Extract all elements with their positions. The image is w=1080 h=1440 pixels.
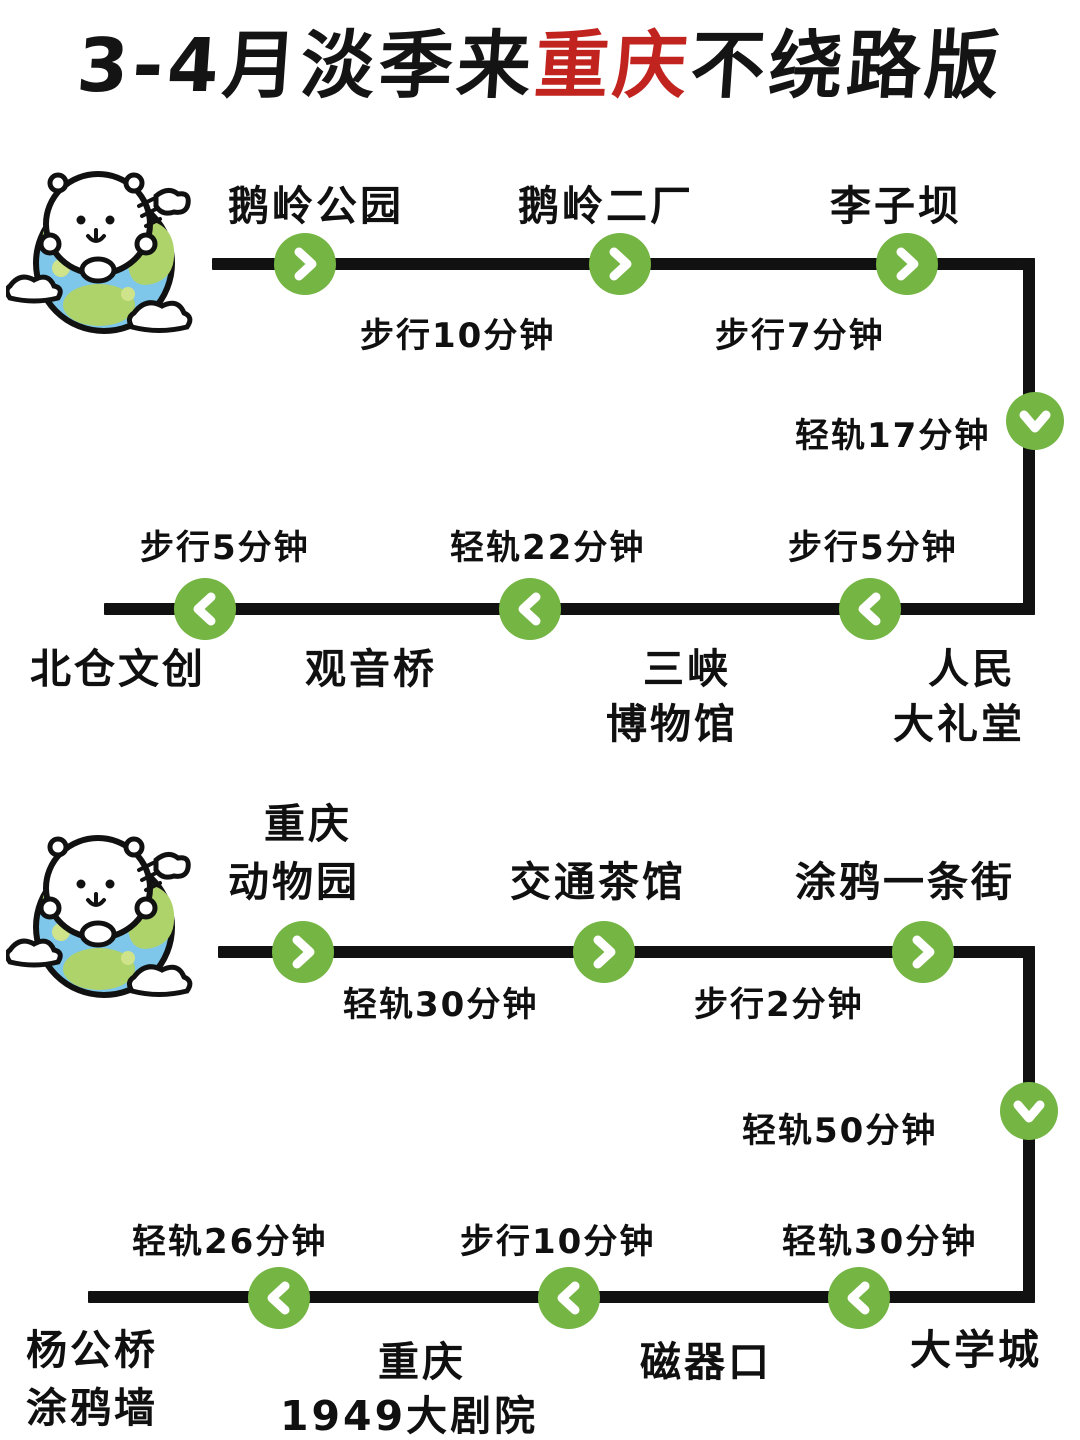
chevron-right-icon [609,247,632,281]
chevron-left-icon [557,1281,580,1315]
route-node-chevron-left-4[interactable] [248,1267,310,1329]
station-label-cq1949-line1: 重庆 [378,1338,466,1386]
leg-label-metro-30min-a: 轻轨30分钟 [343,985,539,1025]
station-label-jiaotong-teahouse: 交通茶馆 [510,858,686,906]
leg-label-metro-22min: 轻轨22分钟 [450,528,646,568]
route-node-chevron-right-6[interactable] [892,921,954,983]
chevron-down-icon [1019,410,1051,433]
station-label-liziba: 李子坝 [830,182,962,230]
route-node-chevron-down-1[interactable] [1006,392,1064,450]
leg-label-walk-2min: 步行2分钟 [694,985,864,1025]
chevron-right-icon [593,935,616,969]
route-node-chevron-left-1[interactable] [174,578,236,640]
chevron-right-icon [292,935,315,969]
station-label-eling-erchang: 鹅岭二厂 [518,182,694,230]
station-label-yanggongqiao-line1: 杨公桥 [26,1326,158,1374]
route-node-chevron-right-1[interactable] [274,233,336,295]
station-label-cq-zoo-line1: 重庆 [264,800,352,848]
earth-bear-icon-2 [4,822,206,1002]
chevron-right-icon [294,247,317,281]
title-highlight: 重庆 [531,23,694,109]
leg-label-metro-30min-b: 轻轨30分钟 [782,1222,978,1262]
chevron-down-icon [1013,1100,1045,1123]
leg-label-walk-10min: 步行10分钟 [360,316,556,356]
route-node-chevron-left-5[interactable] [538,1267,600,1329]
chevron-left-icon [193,592,216,626]
leg-label-walk-10min-b: 步行10分钟 [460,1222,656,1262]
earth-bear-svg [4,171,193,334]
leg-label-metro-17min: 轻轨17分钟 [795,416,991,456]
chevron-right-icon [896,247,919,281]
chevron-left-icon [847,1281,870,1315]
station-label-sanxia-museum-line1: 三峡 [643,645,731,693]
station-label-cq1949-line2: 1949大剧院 [280,1392,539,1440]
station-label-sanxia-museum-line2: 博物馆 [606,700,738,748]
chevron-left-icon [858,592,881,626]
station-label-renmin-hall-line2: 大礼堂 [893,700,1025,748]
route1-row2-line [104,603,1035,615]
page-title: 3-4月淡季来重庆不绕路版 [0,14,1080,118]
route-node-chevron-right-3[interactable] [876,233,938,295]
route-node-chevron-left-2[interactable] [499,578,561,640]
route-node-chevron-right-5[interactable] [573,921,635,983]
title-suffix: 不绕路版 [687,23,1006,109]
chevron-right-icon [912,935,935,969]
station-label-university-town: 大学城 [910,1326,1042,1374]
leg-label-walk-5min-b: 步行5分钟 [788,528,958,568]
leg-label-metro-26min: 轻轨26分钟 [132,1222,328,1262]
earth-bear-svg-2 [4,835,193,998]
route-node-chevron-left-3[interactable] [839,578,901,640]
station-label-guanyinqiao: 观音桥 [305,645,437,693]
route-node-chevron-down-2[interactable] [1000,1082,1058,1140]
route-node-chevron-right-2[interactable] [589,233,651,295]
route-node-chevron-right-4[interactable] [272,921,334,983]
station-label-yanggongqiao-line2: 涂鸦墙 [26,1384,158,1432]
chevron-left-icon [267,1281,290,1315]
station-label-cq-zoo-line2: 动物园 [228,858,360,906]
station-label-eling-park: 鹅岭公园 [228,182,404,230]
station-label-graffiti-street: 涂鸦一条街 [795,858,1015,906]
leg-label-walk-5min-a: 步行5分钟 [140,528,310,568]
earth-bear-icon [4,158,206,338]
chevron-left-icon [518,592,541,626]
station-label-ciqikou: 磁器口 [640,1338,772,1386]
station-label-renmin-hall-line1: 人民 [928,645,1016,693]
leg-label-metro-50min: 轻轨50分钟 [742,1111,938,1151]
leg-label-walk-7min: 步行7分钟 [715,316,885,356]
station-label-beicang-wenchuang: 北仓文创 [30,645,206,693]
route-node-chevron-left-6[interactable] [828,1267,890,1329]
title-prefix: 3-4月淡季来 [74,23,538,109]
